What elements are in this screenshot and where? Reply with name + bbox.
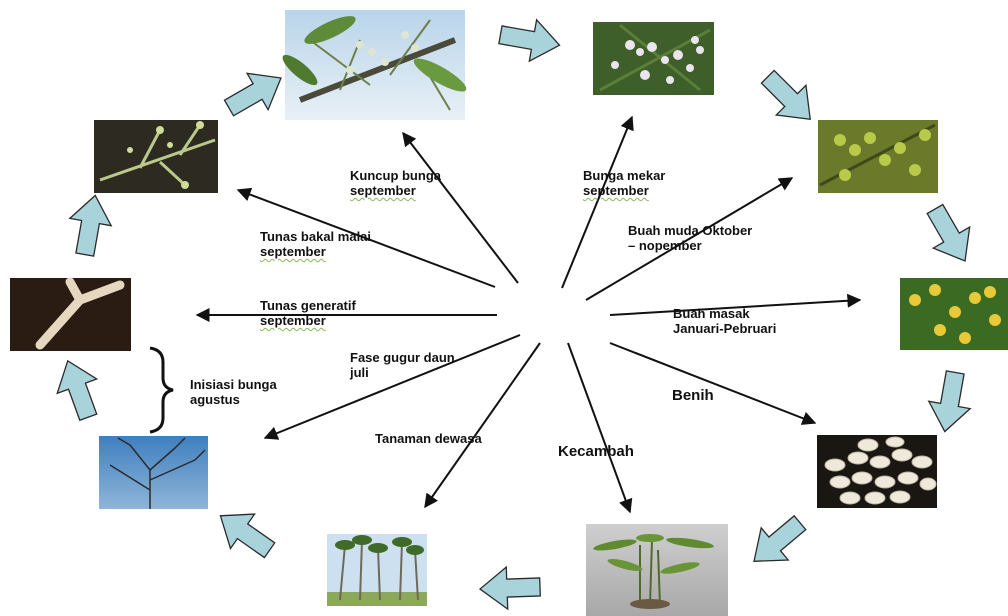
photo-tunas-generatif: [10, 277, 131, 351]
block-arrow-icon: [219, 513, 276, 559]
photo-benih: [817, 435, 937, 508]
arrow-to-bunga-mekar: [561, 115, 634, 289]
label-tanaman-dewasa: Tanaman dewasa: [375, 431, 482, 446]
block-arrow-icon: [753, 514, 807, 562]
cycle-arrows: [56, 18, 972, 611]
curly-brace-icon: [149, 346, 174, 434]
block-arrow-icon: [498, 18, 561, 63]
block-arrow-icon: [760, 69, 811, 120]
arrow-to-kuncup: [402, 131, 519, 284]
block-arrow-icon: [926, 203, 971, 262]
label-buah-muda: Buah muda Oktober– nopember: [628, 223, 753, 253]
photo-buah-muda: [818, 120, 938, 193]
arrow-to-buah-muda: [585, 177, 794, 301]
photo-kuncup-bunga: [282, 10, 467, 120]
radial-arrows: [195, 115, 862, 514]
block-arrow-icon: [56, 359, 99, 422]
photo-buah-masak: [900, 278, 1008, 350]
arrow-to-inisiasi: [263, 334, 521, 440]
photo-bunga-mekar: [593, 22, 714, 95]
block-arrow-icon: [68, 194, 113, 257]
photo-fase-gugur-daun: [99, 436, 208, 509]
photo-tanaman-dewasa: [327, 534, 427, 606]
block-arrow-icon: [223, 72, 282, 117]
arrow-to-benih: [609, 342, 817, 425]
arrow-to-buah-masak: [609, 293, 862, 316]
arrow-to-tunas-bakal: [236, 187, 496, 288]
label-benih: Benih: [672, 387, 714, 404]
photo-kecambah: [586, 524, 728, 616]
arrow-to-kecambah: [567, 342, 633, 514]
arrow-to-tanaman-dewasa: [424, 342, 541, 509]
photo-tunas-bakal-malai: [94, 120, 218, 193]
block-arrow-icon: [478, 565, 541, 611]
block-arrow-icon: [927, 370, 972, 433]
label-kecambah: Kecambah: [558, 443, 634, 460]
